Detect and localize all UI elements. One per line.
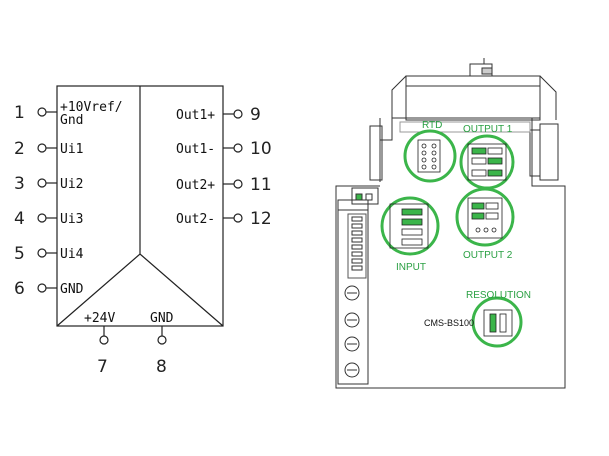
highlight-circles [380,129,523,348]
pin-number-4: 4 [14,209,25,229]
screw-terminals [344,285,360,378]
pin-number-5: 5 [14,244,25,264]
pin-number-9: 9 [250,105,261,125]
pin-label-1: +10Vref/ [60,100,123,115]
resolution-label: RESOLUTION [466,290,531,301]
pin-label-1-line2: Gnd [60,113,83,128]
board-drawing [335,58,566,389]
model-label: CMS-BS100 [424,318,474,328]
pin-number-6: 6 [14,279,25,299]
output2-label: OUTPUT 2 [463,250,513,261]
pin-label-6: GND [60,282,84,297]
input-label: INPUT [396,262,426,273]
pin-label-2: Ui1 [60,142,83,157]
pin-label-3: Ui2 [60,177,83,192]
pin-label-8: GND [150,311,174,326]
dip-switch-bank [347,213,367,279]
pin-label-7: +24V [84,311,115,326]
pin-label-5: Ui4 [60,247,84,262]
pinout-schematic [37,85,243,345]
pin-number-11: 11 [250,175,272,195]
input-highlight [380,196,440,256]
pin-label-9: Out1+ [176,108,215,123]
rtd-label: RTD [422,120,442,131]
left-pin-leads [37,107,57,293]
pin-number-12: 12 [250,209,272,229]
left-latch [369,125,383,181]
top-connector [405,75,541,121]
pin-label-12: Out2- [176,212,215,227]
rtd-highlight [403,129,457,183]
pin-number-8: 8 [156,357,167,377]
jumper-details [389,139,513,337]
pin-number-10: 10 [250,139,272,159]
pin-number-3: 3 [14,174,25,194]
pin-number-2: 2 [14,139,25,159]
terminal-strip [337,199,369,385]
resolution-highlight [471,296,523,348]
bottom-pin-leads [99,326,167,345]
right-pin-leads [223,109,243,223]
output2-highlight [455,187,515,247]
right-latch [539,123,559,181]
board-outline [335,117,566,389]
pin-label-4: Ui3 [60,212,83,227]
pin-label-10: Out1- [176,142,215,157]
output1-label: OUTPUT 1 [463,124,513,135]
pin-number-7: 7 [97,357,108,377]
pin-number-1: 1 [14,103,25,123]
pin-label-11: Out2+ [176,178,215,193]
